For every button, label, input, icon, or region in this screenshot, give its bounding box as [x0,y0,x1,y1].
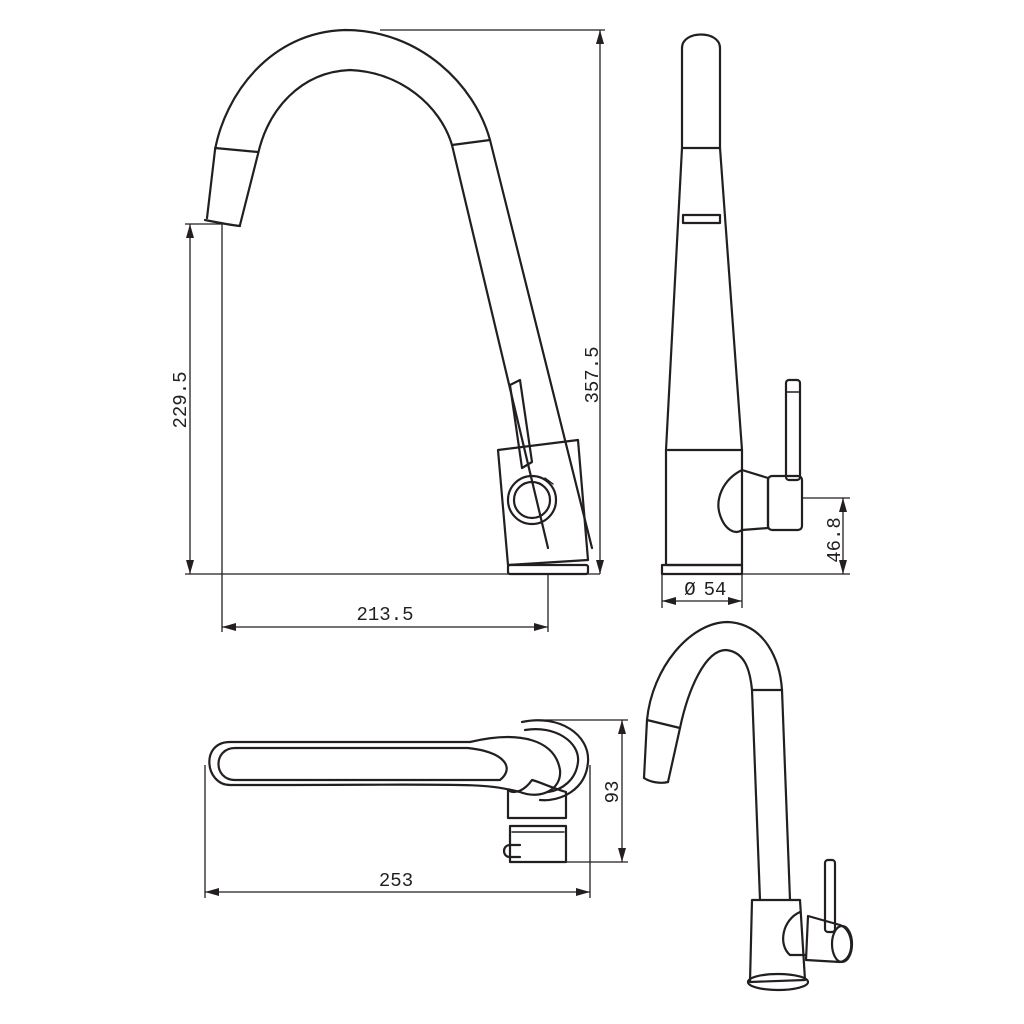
side-column [664,33,744,567]
front-knob-outer [506,474,558,526]
persp-handle-connector [782,910,808,957]
persp-spout-outer [642,620,792,902]
front-view [185,28,600,576]
side-handle-connector [717,468,744,533]
dim-side-handle-height: 46.8 [824,517,846,563]
side-outlet [681,213,722,225]
side-base [660,563,744,576]
side-view [660,33,804,576]
dim-front-reach: 213.5 [356,604,413,626]
front-knob-mark [544,477,554,485]
top-handle-connector [506,778,568,820]
dim-top-length: 253 [379,870,413,892]
persp-lever [823,858,837,934]
front-spout-inner [238,68,550,550]
front-outlet [203,218,242,228]
top-base-ring [520,719,590,802]
top-view [208,719,590,864]
dim-front-total-height: 357.5 [582,346,604,403]
front-knob-inner [512,480,552,520]
front-handle-lever [508,378,534,470]
side-lever [784,378,802,482]
perspective-view [642,620,854,992]
persp-body [748,898,807,984]
dim-front-spout-height: 229.5 [170,371,192,428]
top-dimensions: 253 93 [204,719,628,898]
dim-side-base-diameter: 54 [704,579,727,601]
persp-base [746,972,810,992]
top-spout-outer [208,735,562,796]
dim-top-depth: 93 [602,781,624,804]
front-body [496,438,590,567]
top-spout-inner [217,746,508,782]
top-lever [502,843,522,859]
front-spray-band [213,146,260,154]
front-base [506,563,590,576]
front-dimensions: 357.5 229.5 213.5 [170,29,605,632]
side-dimensions: 46.8 Ø 54 [661,497,850,608]
front-spout-outer [205,28,594,550]
side-cartridge [766,474,804,532]
persp-cartridge [804,914,853,964]
front-spout-band [450,138,492,147]
dim-side-diameter-symbol: Ø [684,579,695,601]
persp-spout-inner [666,648,762,902]
